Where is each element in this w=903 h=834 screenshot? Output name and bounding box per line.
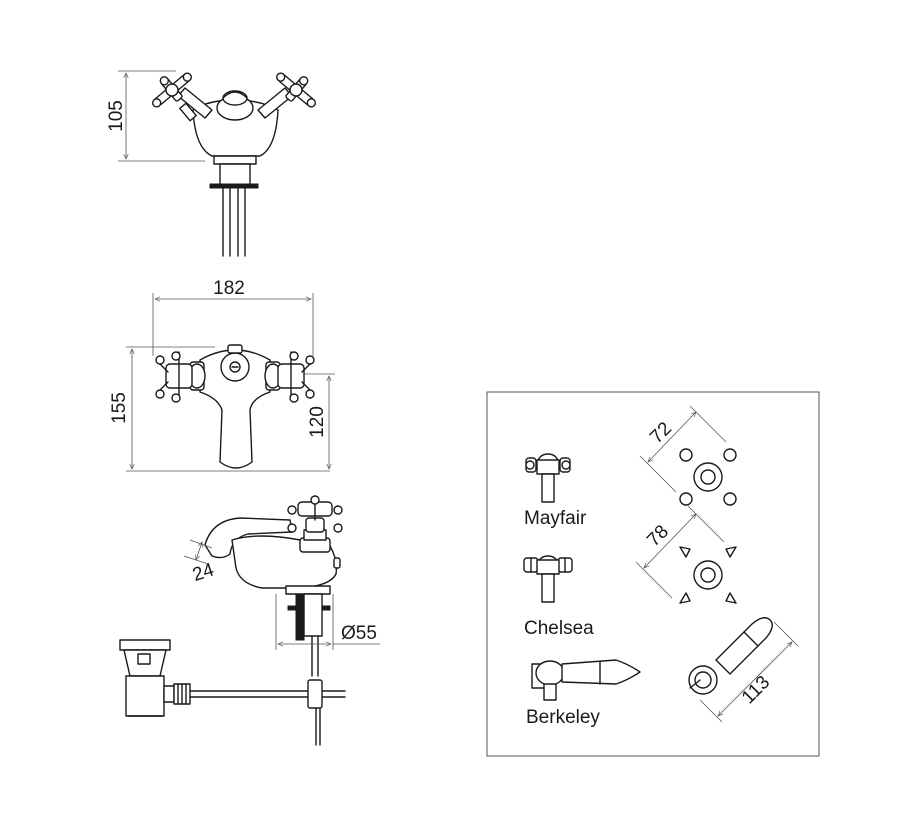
dim-top-height: 105 [106, 100, 127, 132]
option-mayfair-label: Mayfair [524, 508, 587, 529]
dim-handle-height: 120 [307, 406, 328, 438]
top-view: 105 [106, 70, 317, 257]
handle-options-panel: Mayfair Chelsea Berkeley [486, 391, 820, 757]
option-berkeley-label: Berkeley [526, 707, 600, 728]
dim-base-diameter: Ø55 [341, 623, 377, 644]
side-view: 24 Ø55 [119, 495, 380, 746]
berkeley-handle-icon [531, 659, 641, 701]
dim-front-height: 155 [109, 392, 130, 424]
dim-spout-width: 24 [190, 559, 217, 586]
option-chelsea-label: Chelsea [524, 618, 594, 639]
front-view: 182 155 120 [109, 278, 335, 472]
mayfair-handle-icon [525, 453, 571, 503]
dim-width: 182 [213, 278, 245, 299]
chelsea-handle-icon [523, 555, 573, 603]
